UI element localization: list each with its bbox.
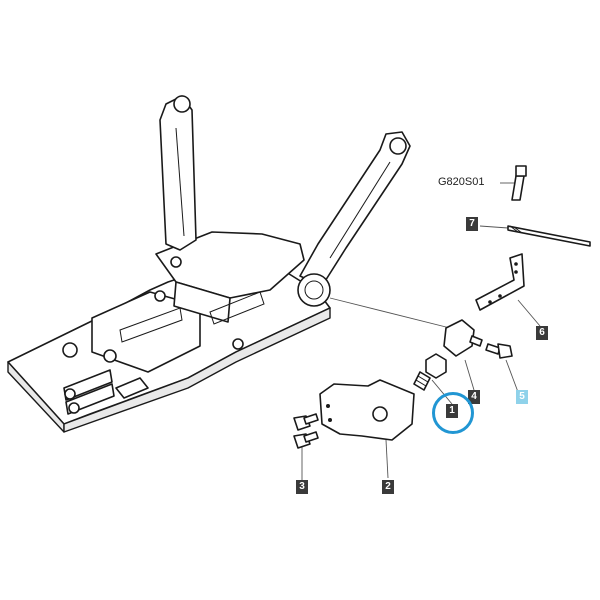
knob-body bbox=[443, 319, 475, 357]
reference-code-label: G820S01 bbox=[438, 176, 485, 188]
part-4-knob bbox=[443, 319, 483, 357]
bracket-6-hole-4 bbox=[488, 300, 492, 304]
right-arm-eye bbox=[389, 137, 407, 155]
right-lift-arm bbox=[297, 131, 411, 307]
right-arm-slot bbox=[329, 161, 391, 259]
left-arm-body bbox=[159, 95, 197, 251]
part-7-rod bbox=[507, 225, 591, 247]
sensor-thread bbox=[413, 371, 431, 391]
leader-4 bbox=[464, 359, 475, 391]
right-arm-body bbox=[299, 131, 411, 287]
part-2-plate bbox=[319, 379, 415, 441]
screw-3b-shank bbox=[303, 431, 319, 443]
housing-side-face bbox=[63, 307, 331, 433]
bolt-5-head bbox=[497, 343, 513, 359]
leader-2 bbox=[385, 439, 389, 479]
plate-2-hole-1 bbox=[326, 404, 330, 408]
housing-boss-4 bbox=[170, 256, 182, 268]
bracket-6-hole-2 bbox=[514, 270, 518, 274]
bracket-6-hole-1 bbox=[514, 262, 518, 266]
housing-boss-5 bbox=[232, 338, 244, 350]
lift-housing bbox=[7, 231, 331, 433]
housing-detail-1 bbox=[119, 307, 183, 343]
part-3-screws bbox=[293, 413, 319, 449]
part-6-bracket bbox=[475, 253, 525, 311]
sensor-hex bbox=[425, 353, 447, 379]
housing-boss-3 bbox=[154, 290, 166, 302]
plate-2-big-hole bbox=[372, 406, 388, 422]
rod-body bbox=[507, 225, 591, 247]
leader-lines bbox=[301, 182, 541, 480]
left-arm-slot bbox=[175, 127, 185, 237]
callout-4[interactable]: 4 bbox=[468, 390, 480, 404]
housing-boss-1 bbox=[62, 342, 78, 358]
leader-5 bbox=[505, 359, 519, 393]
screw-3a-shank bbox=[303, 413, 319, 425]
housing-detail-2 bbox=[209, 291, 265, 325]
rock-shaft-hub bbox=[297, 273, 331, 307]
sensor-thread-lines bbox=[415, 375, 429, 387]
part-5-bolt bbox=[485, 343, 513, 359]
leader-center-hub bbox=[329, 297, 459, 331]
rod-thread bbox=[509, 225, 523, 234]
leader-6 bbox=[517, 299, 541, 327]
stud-end-1 bbox=[64, 388, 76, 400]
callout-5[interactable]: 5 bbox=[516, 390, 528, 404]
housing-cylinder-cover bbox=[173, 281, 231, 323]
callout-3[interactable]: 3 bbox=[296, 480, 308, 494]
bolt-g820s01 bbox=[511, 165, 527, 201]
rock-shaft-spline bbox=[304, 280, 324, 300]
bolt-5-shank bbox=[485, 343, 501, 355]
stud-end-2 bbox=[68, 402, 80, 414]
bracket-6-hole-3 bbox=[498, 294, 502, 298]
callout-7[interactable]: 7 bbox=[466, 217, 478, 231]
housing-boss-2 bbox=[103, 349, 117, 363]
plate-2-hole-2 bbox=[328, 418, 332, 422]
housing-lug bbox=[115, 377, 149, 399]
left-arm-eye bbox=[173, 95, 191, 113]
bolt-shank bbox=[511, 175, 525, 201]
housing-block bbox=[91, 291, 201, 373]
bolt-head bbox=[515, 165, 527, 177]
leader-7 bbox=[479, 225, 509, 229]
knob-stem bbox=[469, 335, 483, 347]
part-1-sensor bbox=[413, 353, 447, 391]
plate-2-body bbox=[319, 379, 415, 441]
left-lift-arm bbox=[159, 95, 197, 251]
callout-6[interactable]: 6 bbox=[536, 326, 548, 340]
bracket-6-body bbox=[475, 253, 525, 311]
callout-2[interactable]: 2 bbox=[382, 480, 394, 494]
callout-1-highlight-ring bbox=[432, 392, 474, 434]
